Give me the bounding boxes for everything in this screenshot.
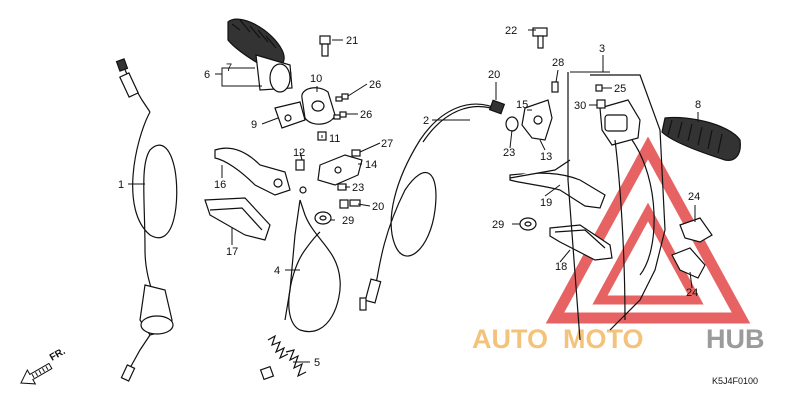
switch-housing: [301, 87, 336, 125]
front-label: FR.: [48, 346, 68, 364]
callout-30: 30: [574, 100, 586, 112]
diagram-code: K5J4F0100: [712, 376, 758, 386]
callout-12: 12: [293, 147, 305, 159]
callout-4: 4: [274, 265, 280, 277]
callout-23b: 23: [352, 182, 364, 194]
pivot-parts: [295, 131, 327, 194]
right-grip: [661, 116, 741, 161]
callout-3: 3: [599, 43, 605, 55]
screw-28: [551, 81, 559, 93]
callout-21: 21: [346, 35, 358, 47]
callout-17: 17: [226, 246, 238, 258]
callout-7: 7: [226, 62, 232, 74]
callout-24b: 24: [686, 287, 698, 299]
front-arrow-icon: [20, 362, 53, 385]
left-grip: [227, 18, 293, 93]
callout-25: 25: [614, 83, 626, 95]
callout-16: 16: [214, 179, 226, 191]
screws-26: [333, 93, 349, 120]
watermark-hub: HUB: [706, 324, 765, 354]
callout-19: 19: [540, 197, 552, 209]
callout-5: 5: [314, 357, 320, 369]
callout-2: 2: [423, 115, 429, 127]
clutch-lever: [214, 147, 291, 196]
lever-guard-18: [549, 224, 613, 261]
callout-22: 22: [505, 25, 517, 37]
throttle-cable: [359, 99, 506, 311]
brake-lever-bracket: [505, 99, 553, 141]
callout-29a: 29: [342, 215, 354, 227]
callout-15: 15: [516, 99, 528, 111]
nut-29-right: [519, 217, 537, 231]
brake-lever: [509, 159, 606, 209]
callout-20a: 20: [488, 69, 500, 81]
callout-27: 27: [381, 138, 393, 150]
callout-10: 10: [310, 73, 322, 85]
callout-28: 28: [552, 57, 564, 69]
callout-18: 18: [555, 261, 567, 273]
callout-24a: 24: [688, 191, 700, 203]
callout-14: 14: [365, 159, 377, 171]
callout-6: 6: [204, 69, 210, 81]
callout-20b: 20: [372, 201, 384, 213]
screws-23-20: [337, 183, 361, 209]
callout-29b: 29: [492, 219, 504, 231]
callout-9: 9: [251, 119, 257, 131]
bolt-22: [532, 27, 548, 49]
spring-5: [259, 334, 307, 381]
callout-8: 8: [695, 99, 701, 111]
watermark-moto: MOTO: [563, 324, 644, 354]
throttle-housing: [567, 72, 666, 341]
nut-29: [314, 211, 332, 225]
cable-4: [284, 199, 341, 333]
clamp-14: [317, 149, 363, 186]
callout-26b: 26: [360, 109, 372, 121]
bracket-9: [274, 101, 306, 129]
holders-24: [671, 217, 713, 279]
leader-lines: [128, 29, 699, 363]
callout-23a: 23: [503, 147, 515, 159]
watermark-auto: AUTO: [472, 324, 548, 354]
callout-11: 11: [329, 133, 340, 145]
callout-1: 1: [118, 179, 124, 191]
callouts: 1 2 3 4 5 6 7 8 9 10 11 12 13 14 15 16 1…: [118, 25, 701, 369]
callout-13: 13: [540, 151, 552, 163]
callout-26a: 26: [369, 79, 381, 91]
front-direction: FR.: [20, 346, 68, 385]
bolt-21: [319, 35, 331, 57]
clutch-cable: [115, 58, 178, 382]
lever-guard-17: [204, 197, 271, 241]
